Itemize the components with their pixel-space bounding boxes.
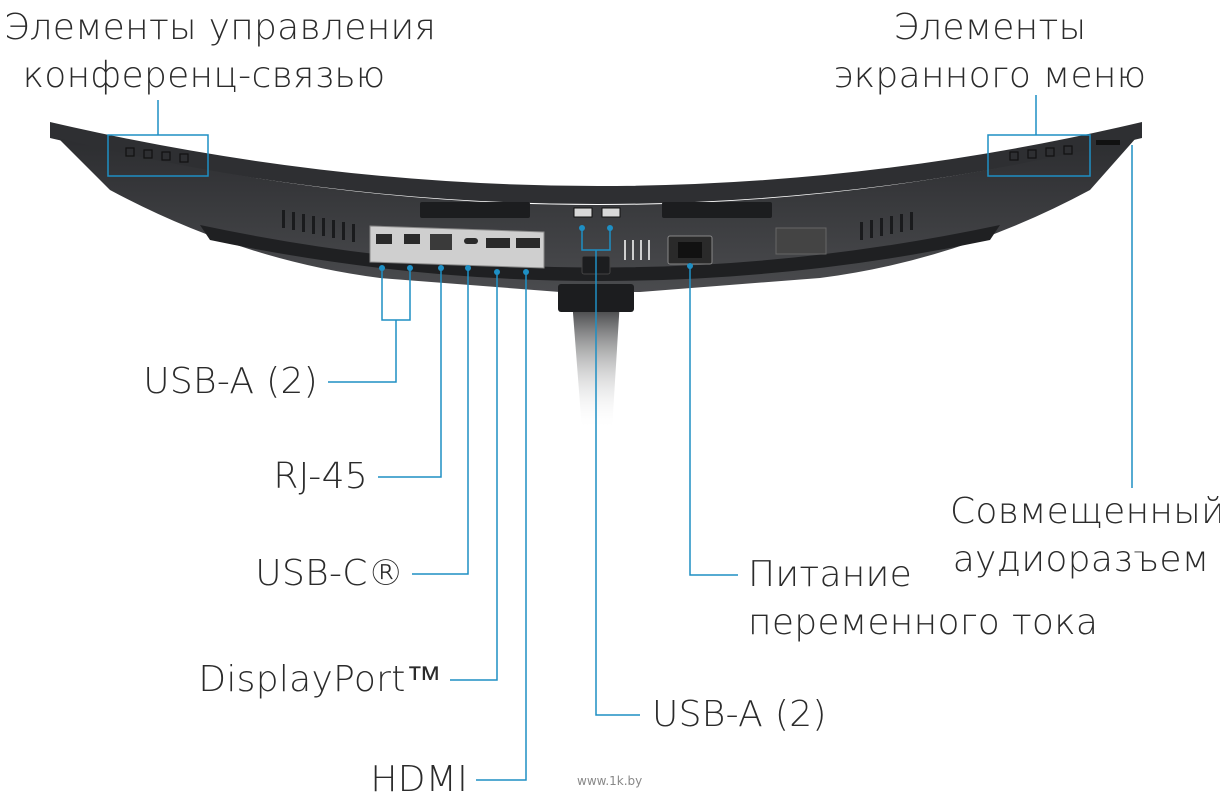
osd-controls-line-1: Элементы: [893, 7, 1087, 48]
conference-controls-label: Элементы управления конференц-связью: [4, 4, 437, 100]
usb-a-left-label: USB-A (2): [143, 361, 318, 402]
displayport-label: DisplayPort™: [198, 659, 442, 700]
rear-slot-left: [420, 202, 530, 218]
speaker-grille: [775, 227, 827, 255]
conference-buttons: [125, 147, 189, 163]
center-usb-a-2: [601, 207, 621, 218]
usb-a-port-2: [404, 234, 420, 244]
center-right-vents: [624, 240, 650, 260]
usb-a-center-label: USB-A (2): [652, 694, 827, 735]
osd-callout-box: [987, 134, 1091, 177]
callout-dots: [379, 225, 693, 275]
ports: [376, 234, 540, 250]
usb-a-left-leader: [328, 270, 411, 383]
displayport-leader: [450, 270, 498, 681]
rj45-leader: [378, 270, 442, 478]
osd-buttons: [1009, 145, 1073, 161]
hdmi-port: [516, 238, 540, 248]
conference-controls-line-2: конференц-связью: [22, 55, 386, 96]
audio-jack-label: Совмещенный аудиоразъем: [950, 488, 1220, 584]
usb-c-leader: [412, 270, 469, 575]
callout-lines: [107, 95, 1133, 781]
monitor-bottom-rim: [200, 225, 1000, 281]
ac-power-label: Питание переменного тока: [748, 551, 1098, 647]
hdmi-label: HDMI: [370, 759, 468, 800]
usb-a-center-leader: [581, 228, 640, 716]
audio-jack-slot: [1096, 140, 1120, 145]
ac-power-line-1: Питание: [748, 554, 913, 595]
rj45-label: RJ-45: [273, 456, 368, 497]
displayport-port: [486, 238, 510, 248]
hdmi-leader: [476, 270, 527, 781]
usb-a-port-1: [376, 234, 392, 244]
osd-controls-line-2: экранного меню: [833, 55, 1147, 96]
right-vents: [860, 212, 913, 240]
ac-power-line-2: переменного тока: [748, 602, 1099, 643]
audio-jack-line-2: аудиоразъем: [952, 539, 1210, 580]
monitor-top-edge: [50, 122, 1142, 204]
audio-jack-line-1: Совмещенный: [950, 491, 1220, 532]
ac-power-leader: [689, 264, 738, 576]
rear-slot-right: [662, 202, 772, 218]
usb-c-label: USB-C®: [255, 553, 404, 594]
conference-controls-line-1: Элементы управления: [4, 7, 437, 48]
left-vents: [282, 210, 355, 242]
osd-controls-label: Элементы экранного меню: [830, 4, 1150, 100]
center-usb-a-1: [573, 207, 593, 218]
usb-c-port: [464, 238, 478, 244]
watermark: www.1k.by: [577, 774, 643, 788]
rj45-port: [430, 234, 452, 250]
